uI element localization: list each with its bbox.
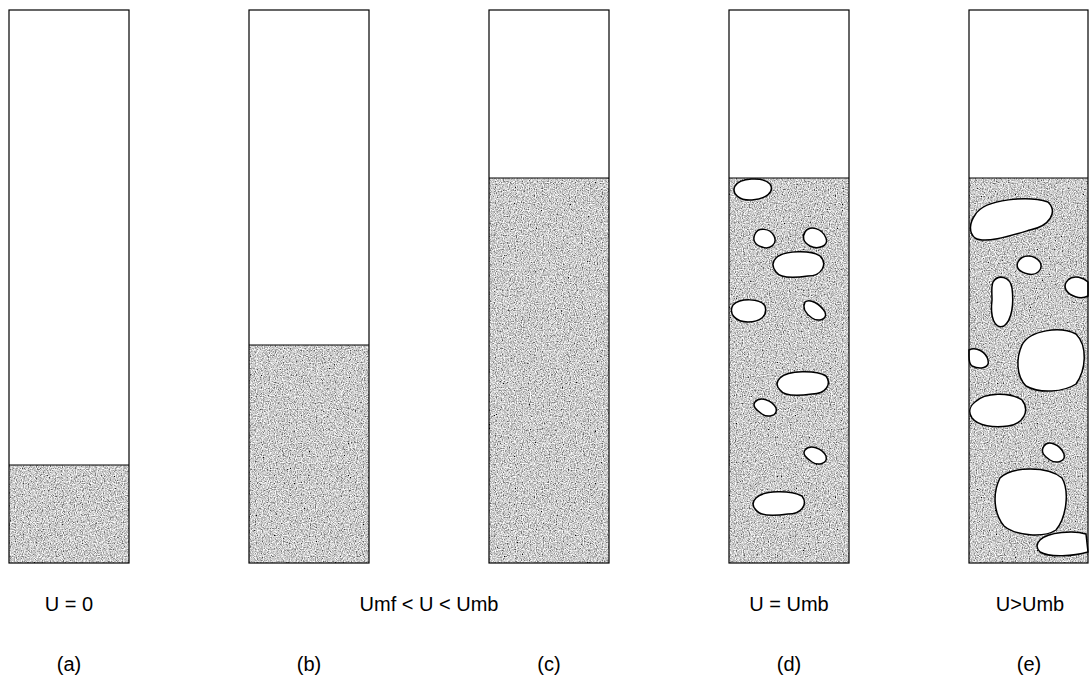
velocity-label: U = Umb <box>749 592 828 616</box>
panel-letter: (a) <box>57 652 81 676</box>
velocity-label: U = 0 <box>45 592 93 616</box>
panel-letter: (d) <box>777 652 801 676</box>
panel-letter: (c) <box>537 652 560 676</box>
gas-bubble <box>969 199 1088 556</box>
panel-letter: (e) <box>1017 652 1041 676</box>
velocity-label: U>Umb <box>996 592 1064 616</box>
panel-letter: (b) <box>297 652 321 676</box>
particle-bed <box>9 178 1088 563</box>
velocity-label: Umf < U < Umb <box>360 592 499 616</box>
column-wall <box>9 10 1088 563</box>
gas-bubble <box>731 179 828 515</box>
bed-surface <box>9 178 1088 465</box>
